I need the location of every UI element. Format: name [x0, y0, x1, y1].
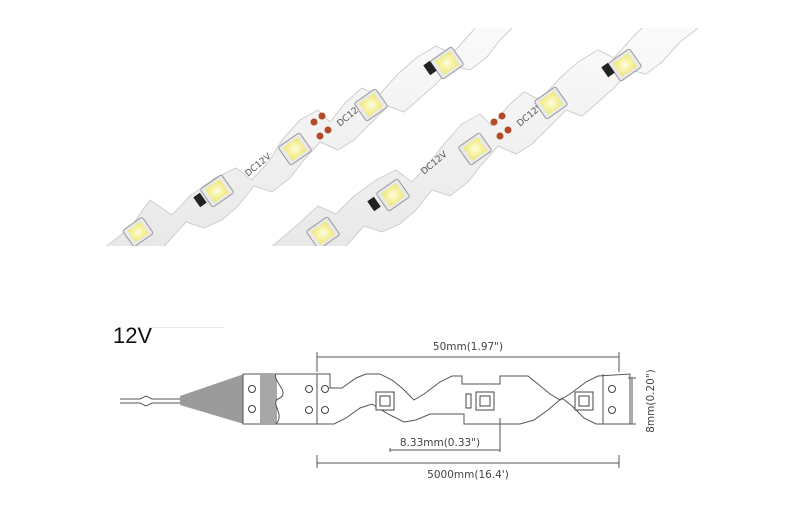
led-strip-lower: DC12V DC12V	[271, 28, 700, 246]
width-label: 8mm(0.20")	[645, 369, 657, 433]
led-chip	[122, 217, 154, 246]
led-chip-icon	[475, 391, 495, 411]
led-chip	[534, 86, 568, 120]
label-underline	[150, 327, 224, 328]
voltage-label: 12V	[113, 323, 153, 348]
solder-pad-icon	[321, 406, 329, 414]
led-chip	[306, 216, 340, 246]
solder-pad	[318, 112, 326, 120]
led-chip-icon	[375, 391, 395, 411]
width-dimension	[628, 377, 636, 425]
solder-pad	[504, 126, 512, 134]
strip-outline	[274, 373, 631, 425]
solder-pad	[310, 118, 318, 126]
solder-pad-icon	[305, 406, 313, 414]
led-chip-icon	[574, 391, 594, 411]
led-chip	[376, 178, 410, 212]
resistor	[193, 192, 207, 208]
cut-unit-dimension	[389, 418, 501, 452]
solder-pad	[316, 132, 324, 140]
solder-pad-icon	[608, 385, 616, 393]
led-chip	[278, 132, 312, 166]
resistor	[367, 196, 381, 212]
solder-pad	[324, 126, 332, 134]
resistor	[423, 60, 437, 76]
solder-pad-icon	[321, 385, 329, 393]
product-photo: DC12V DC12V	[105, 28, 700, 246]
lead-wires	[120, 395, 180, 407]
solder-pad-icon	[248, 405, 256, 413]
resistor	[601, 62, 615, 78]
solder-pad-icon	[248, 385, 256, 393]
length-dimension	[316, 455, 620, 468]
pitch-label: 50mm(1.97")	[433, 341, 503, 353]
length-label: 5000mm(16.4')	[427, 469, 509, 481]
solder-pad-icon	[305, 385, 313, 393]
pitch-dimension	[316, 352, 620, 372]
led-chip	[354, 88, 388, 122]
cut-unit-label: 8.33mm(0.33")	[400, 437, 480, 449]
solder-pad	[496, 132, 504, 140]
solder-pad-icon	[608, 406, 616, 414]
led-chip	[458, 132, 492, 166]
led-chip	[430, 46, 464, 80]
led-chip	[608, 48, 642, 82]
solder-pad	[490, 118, 498, 126]
wire-connector	[180, 374, 244, 424]
resistor-icon	[465, 393, 472, 409]
led-chip	[200, 174, 234, 208]
solder-pad	[498, 112, 506, 120]
end-cap-fill	[260, 374, 276, 424]
